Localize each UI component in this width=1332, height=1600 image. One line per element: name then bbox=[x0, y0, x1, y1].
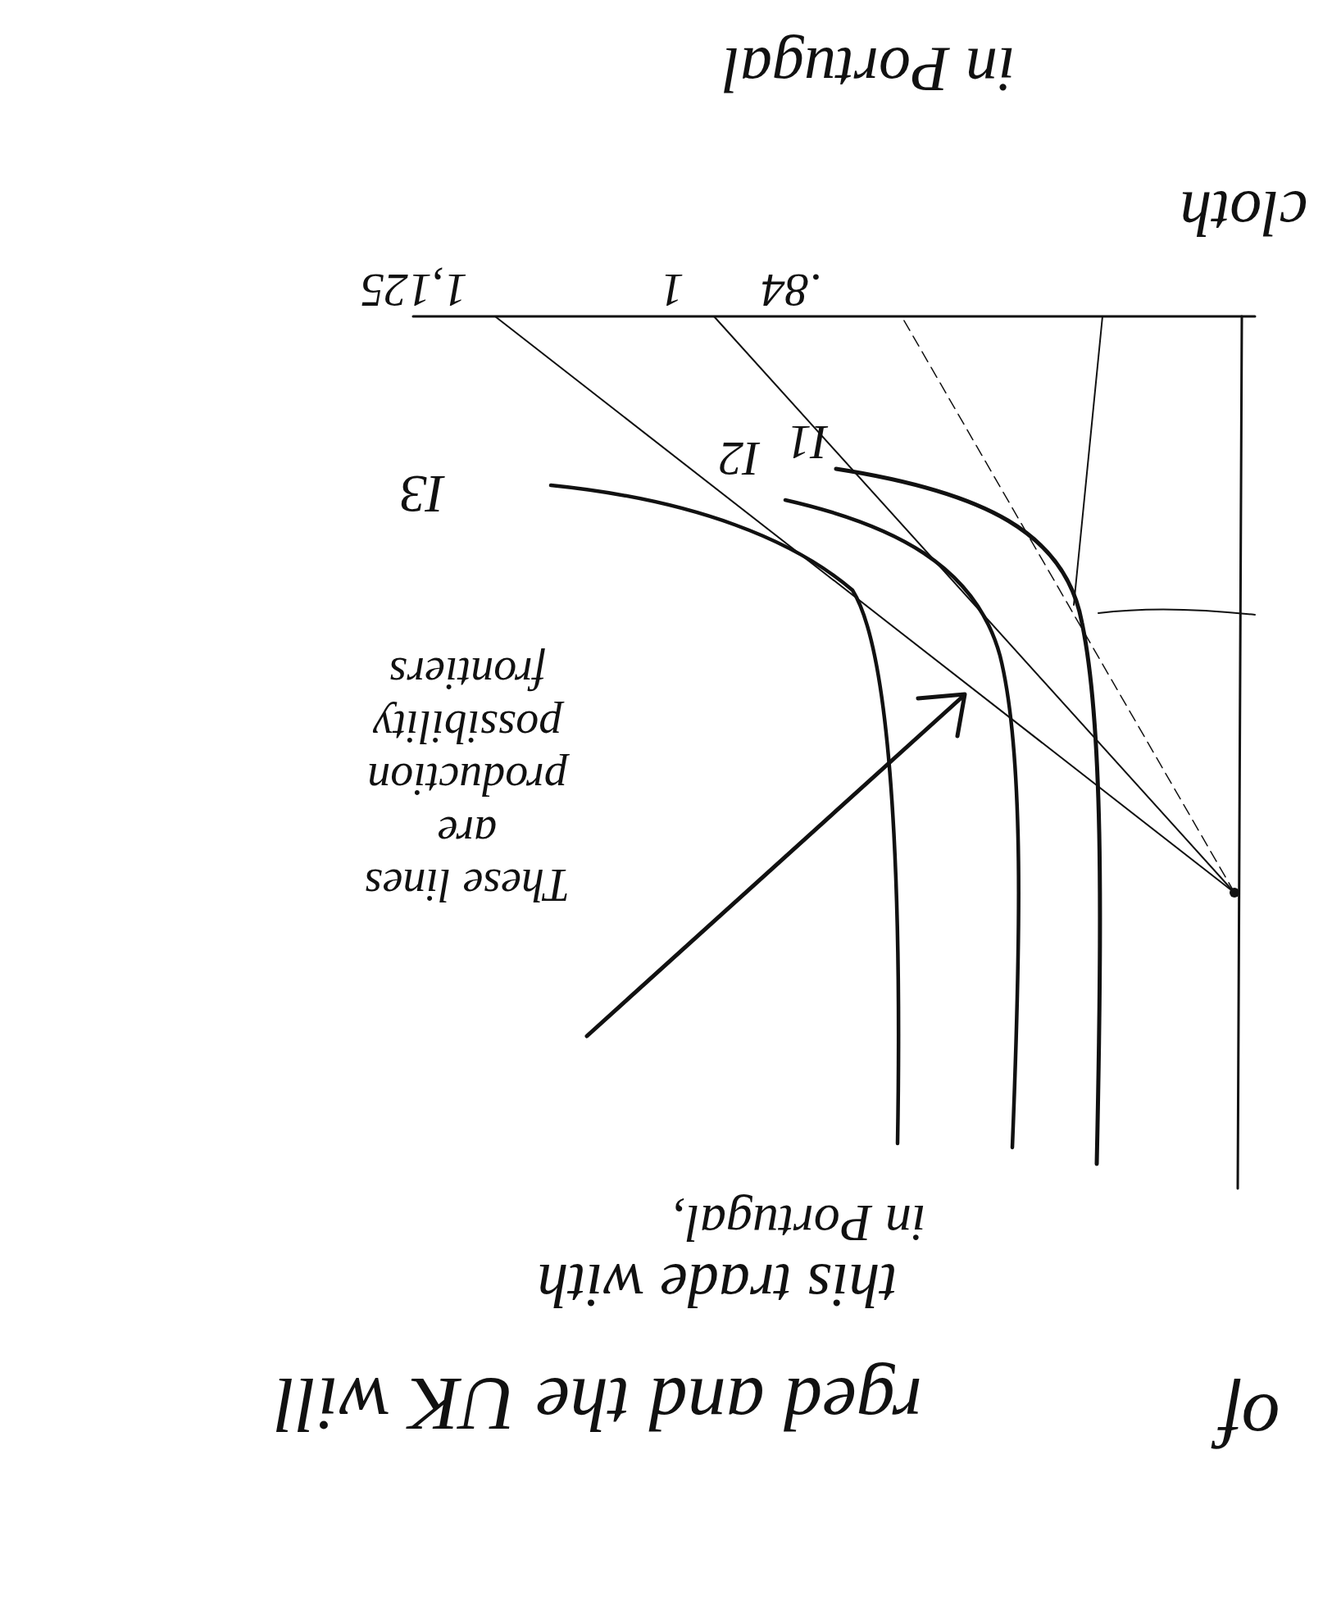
guide-line bbox=[1098, 609, 1255, 615]
note-text: in Portugal, bbox=[647, 1192, 951, 1254]
ratio-number: 1 bbox=[651, 262, 693, 318]
curve-label: I2 bbox=[706, 430, 773, 487]
note-text: in Portugal bbox=[688, 32, 1050, 107]
price-line bbox=[495, 316, 1235, 893]
ratio-number: 1,125 bbox=[348, 262, 480, 318]
arrow-head bbox=[918, 694, 965, 737]
price-line bbox=[713, 316, 1235, 893]
annotation-text: These lines are production possibility f… bbox=[331, 647, 603, 912]
arrow-line bbox=[586, 698, 961, 1037]
axis-line bbox=[413, 315, 1255, 319]
indifference-curve bbox=[550, 485, 899, 1144]
curve-label: I1 bbox=[774, 413, 841, 471]
indifference-curve bbox=[836, 468, 1101, 1164]
note-text: this trade with bbox=[483, 1250, 951, 1322]
note-text: rged and the UK will bbox=[32, 1360, 1164, 1450]
price-line bbox=[901, 316, 1235, 893]
curve-label: I3 bbox=[385, 463, 460, 526]
guide-line bbox=[1073, 316, 1103, 605]
axis-label: cloth bbox=[1172, 176, 1316, 251]
ratio-number: .84 bbox=[750, 262, 832, 318]
point-dot bbox=[1229, 887, 1240, 898]
axis-line bbox=[1237, 316, 1242, 1189]
note-text: of bbox=[1204, 1377, 1296, 1466]
